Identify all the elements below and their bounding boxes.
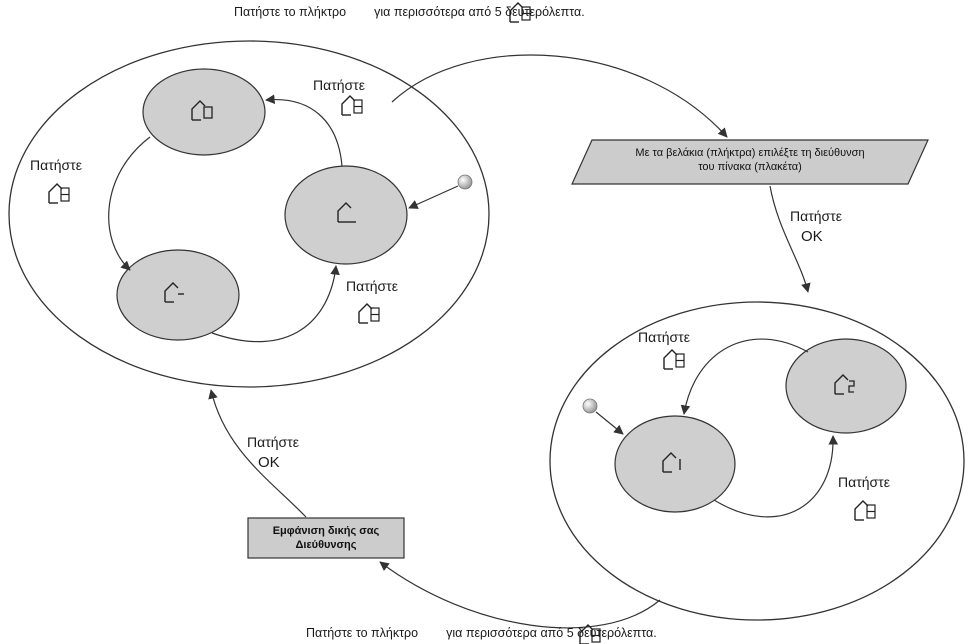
press-key-icon — [854, 500, 876, 521]
address-select-parallelogram — [571, 139, 929, 185]
press-label: Πατήστε — [247, 434, 299, 450]
arrow-start-left — [408, 185, 459, 209]
arrow-top-to-bottom — [108, 136, 151, 271]
press-label: Πατήστε — [346, 278, 398, 294]
house-2-icon — [834, 374, 855, 395]
start-ball-left — [457, 174, 473, 190]
top-caption: Πατήστε το πλήκτρο για περισσότερα από 5… — [234, 5, 585, 19]
arrow-r-top-to-bottom — [680, 338, 809, 415]
display-box-line1: Εμφάνιση δικής σας — [272, 525, 380, 537]
display-box-line2: Διεύθυνσης — [295, 539, 357, 551]
arrow-to-display-box — [379, 561, 661, 629]
press-label: Πατήστε — [790, 208, 842, 224]
parallelogram-line1: Με τα βελάκια (πλήκτρα) επιλέξτε τη διεύ… — [635, 147, 865, 159]
top-caption-after: για περισσότερα από 5 δευτερόλεπτα. — [374, 5, 585, 19]
arrow-r-bottom-to-top — [713, 435, 839, 518]
parallelogram-line2: του πίνακα (πλακέτα) — [698, 161, 802, 173]
arrow-bottom-to-right — [211, 265, 340, 343]
arrow-start-right — [595, 411, 624, 435]
press-label: Πατήστε — [638, 329, 690, 345]
arrow-to-parallelogram — [391, 54, 728, 138]
press-label: Πατήστε — [313, 77, 365, 93]
ok-label: OK — [801, 228, 823, 245]
caption-key-icon — [579, 624, 601, 644]
top-caption-before: Πατήστε το πλήκτρο — [234, 5, 347, 19]
state-right-top — [785, 338, 907, 434]
house-dash-icon — [164, 282, 184, 303]
press-key-icon — [48, 183, 70, 204]
bottom-caption: Πατήστε το πλήκτρο για περισσότερα από 5… — [306, 626, 657, 640]
house-rect-icon — [191, 100, 213, 121]
house-1-icon — [662, 452, 681, 473]
bottom-caption-before: Πατήστε το πλήκτρο — [306, 626, 419, 640]
press-label: Πατήστε — [838, 474, 890, 490]
arrow-to-right-group — [769, 185, 811, 293]
display-address-box — [247, 517, 405, 559]
right-group-ellipse — [549, 301, 965, 621]
press-key-icon — [358, 303, 380, 324]
press-label: Πατήστε — [30, 157, 82, 173]
arrow-right-to-top — [265, 94, 343, 167]
bottom-caption-after: για περισσότερα από 5 δευτερόλεπτα. — [446, 626, 657, 640]
press-key-icon — [341, 95, 363, 116]
parallelogram-text: Με τα βελάκια (πλήκτρα) επιλέξτε τη διεύ… — [580, 146, 920, 174]
left-group-ellipse — [8, 40, 490, 388]
caption-key-icon — [509, 2, 531, 23]
display-box-text: Εμφάνιση δικής σας Διεύθυνσης — [248, 524, 404, 552]
press-key-icon — [663, 349, 685, 370]
house-plain-icon — [337, 202, 356, 223]
state-left-right — [284, 165, 408, 265]
arrow-to-left-group — [208, 389, 307, 518]
ok-label: OK — [258, 454, 280, 471]
start-ball-right — [582, 398, 598, 414]
state-right-bottom — [614, 415, 736, 513]
state-left-bottom — [116, 249, 240, 341]
